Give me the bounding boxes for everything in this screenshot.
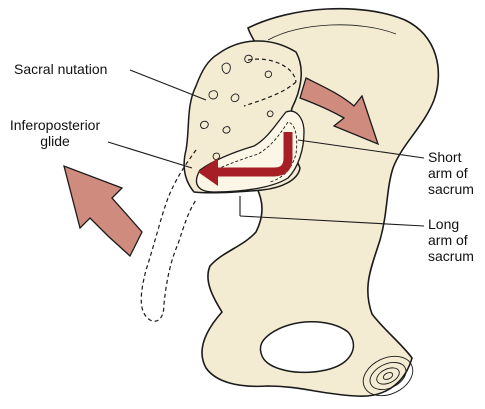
label-short-arm-line2: arm of	[428, 165, 468, 181]
iliac-crest-line	[267, 24, 397, 41]
label-long-arm-line3: sacrum	[428, 248, 474, 264]
label-inferoposterior-glide: Inferoposterior glide	[0, 117, 110, 149]
nutation-rotation-arrow	[299, 77, 380, 146]
label-inferoposterior-line1: Inferoposterior	[9, 117, 101, 133]
label-short-arm-of-sacrum: Short arm of sacrum	[428, 149, 474, 197]
label-long-arm-of-sacrum: Long arm of sacrum	[428, 216, 474, 264]
label-long-arm-line1: Long	[428, 216, 460, 232]
pubic-symphysis	[362, 355, 414, 397]
inferoposterior-glide-arrowhead	[198, 158, 218, 186]
label-inferoposterior-line2: glide	[40, 133, 70, 149]
label-sacral-nutation: Sacral nutation	[14, 61, 108, 77]
label-short-arm-line1: Short	[428, 149, 462, 165]
label-short-arm-line3: sacrum	[428, 181, 474, 197]
sacrum-dashed-outline	[140, 58, 297, 322]
counternutation-arrow	[63, 164, 143, 258]
label-long-arm-line2: arm of	[428, 232, 468, 248]
obturator-foramen	[259, 321, 355, 374]
inferoposterior-glide-arrow	[214, 132, 293, 177]
sacral-texture	[200, 54, 274, 160]
leader-lines	[107, 69, 425, 227]
